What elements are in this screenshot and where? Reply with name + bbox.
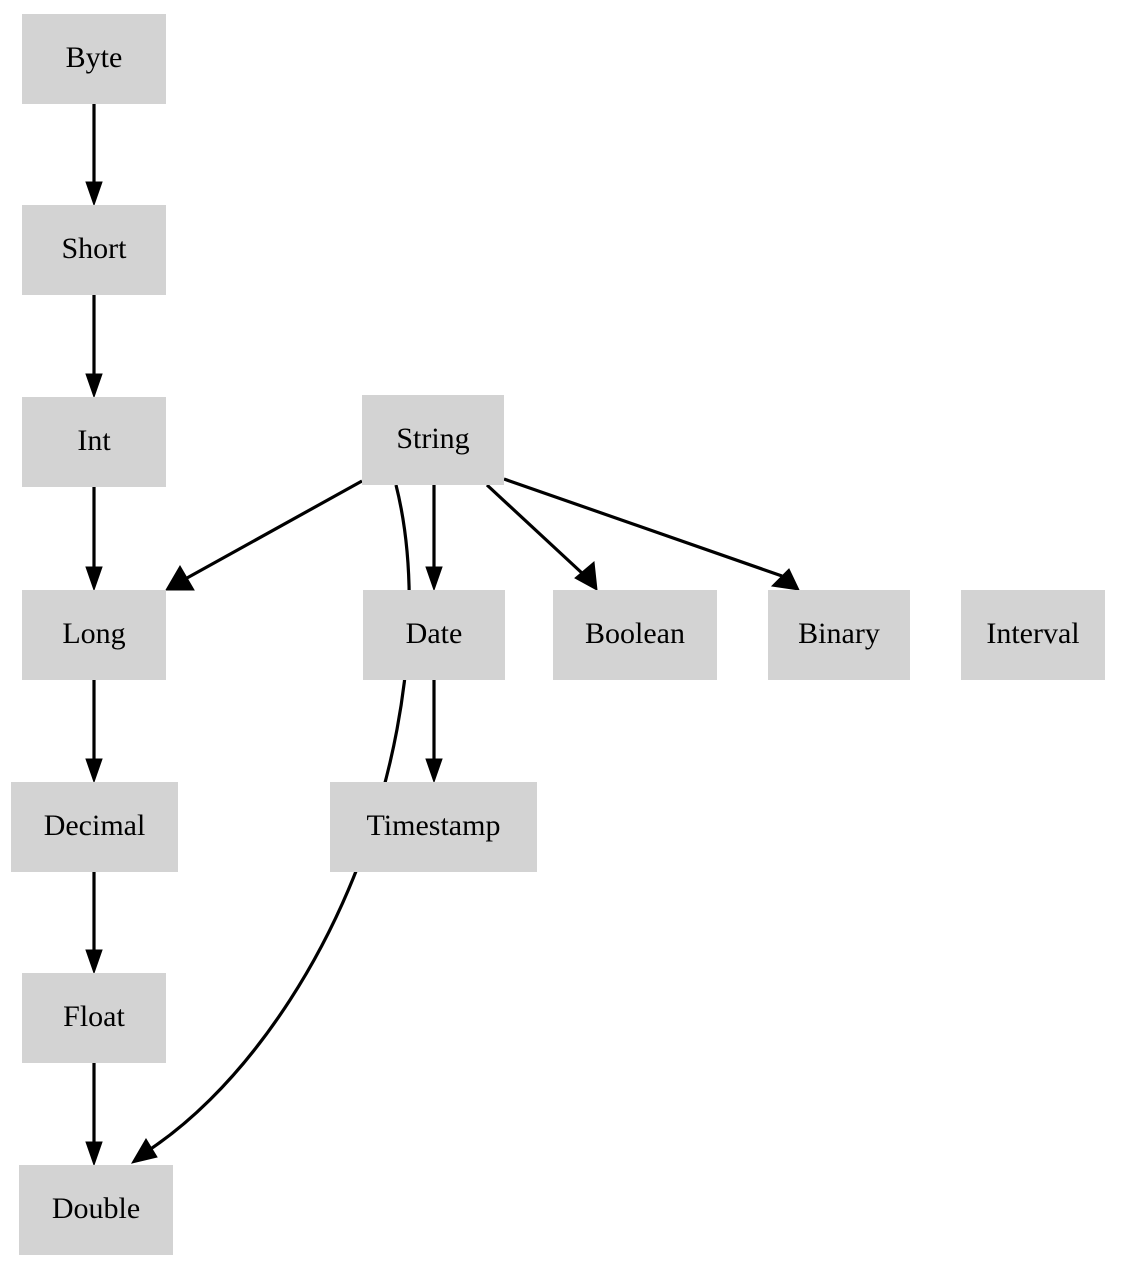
node-interval[interactable]: Interval <box>961 590 1105 680</box>
arrowhead-icon <box>574 561 598 591</box>
edge-line <box>503 477 783 578</box>
arrowhead-icon <box>85 181 103 207</box>
edge-string-long <box>165 479 363 591</box>
edge-string-date <box>425 485 443 592</box>
node-short[interactable]: Short <box>22 205 166 295</box>
node-binary[interactable]: Binary <box>768 590 910 680</box>
edge-decimal-float <box>85 872 103 975</box>
node-float[interactable]: Float <box>22 973 166 1063</box>
node-string[interactable]: String <box>362 395 504 485</box>
arrowhead-icon <box>85 758 103 784</box>
node-long[interactable]: Long <box>22 590 166 680</box>
node-box[interactable] <box>330 782 537 872</box>
node-box[interactable] <box>553 590 717 680</box>
node-byte[interactable]: Byte <box>22 14 166 104</box>
arrowhead-icon <box>130 1138 158 1164</box>
node-box[interactable] <box>22 590 166 680</box>
node-box[interactable] <box>22 973 166 1063</box>
node-box[interactable] <box>19 1165 173 1255</box>
edge-string-binary <box>503 477 800 591</box>
node-double[interactable]: Double <box>19 1165 173 1255</box>
edges-layer <box>85 104 800 1167</box>
arrowhead-icon <box>165 565 195 591</box>
edge-short-int <box>85 295 103 399</box>
node-int[interactable]: Int <box>22 397 166 487</box>
edge-long-decimal <box>85 680 103 784</box>
node-box[interactable] <box>363 590 505 680</box>
node-box[interactable] <box>22 397 166 487</box>
arrowhead-icon <box>85 949 103 975</box>
node-decimal[interactable]: Decimal <box>11 782 178 872</box>
edge-line <box>485 483 585 576</box>
edge-date-timestamp <box>425 680 443 784</box>
edge-line <box>186 479 363 580</box>
arrowhead-icon <box>85 1141 103 1167</box>
edge-float-double <box>85 1063 103 1167</box>
node-date[interactable]: Date <box>363 590 505 680</box>
node-box[interactable] <box>11 782 178 872</box>
node-box[interactable] <box>362 395 504 485</box>
node-box[interactable] <box>22 14 166 104</box>
edge-byte-short <box>85 104 103 207</box>
arrowhead-icon <box>85 566 103 592</box>
arrowhead-icon <box>85 373 103 399</box>
edge-int-long <box>85 487 103 592</box>
node-boolean[interactable]: Boolean <box>553 590 717 680</box>
node-box[interactable] <box>768 590 910 680</box>
node-timestamp[interactable]: Timestamp <box>330 782 537 872</box>
node-box[interactable] <box>22 205 166 295</box>
edge-string-boolean <box>485 483 598 591</box>
arrowhead-icon <box>425 758 443 784</box>
node-box[interactable] <box>961 590 1105 680</box>
arrowhead-icon <box>770 568 800 591</box>
arrowhead-icon <box>425 566 443 592</box>
